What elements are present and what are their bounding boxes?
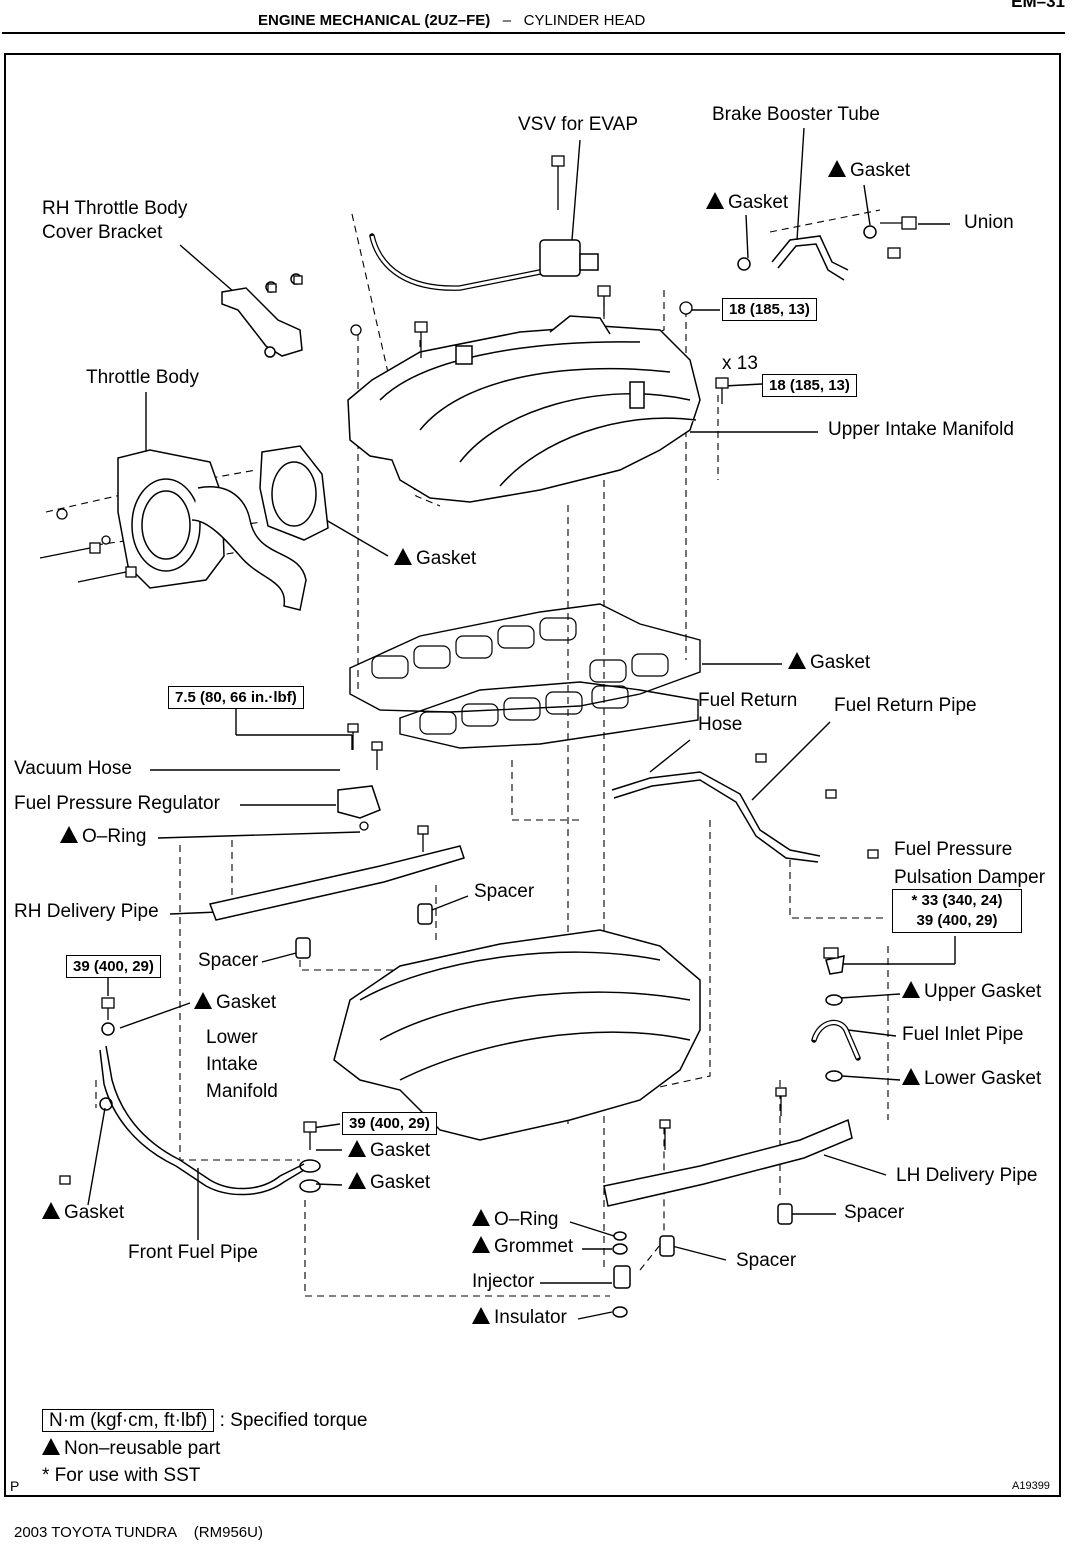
non-reusable-icon <box>472 1236 490 1253</box>
non-reusable-icon <box>194 992 212 1009</box>
label-gasket-text: Gasket <box>728 192 789 213</box>
label-o-ring: O–Ring <box>472 1208 558 1232</box>
label-quantity: x 13 <box>722 353 758 374</box>
legend-torque-unit: N·m (kgf·cm, ft·lbf) <box>42 1409 215 1432</box>
label-upper-gasket-text: Upper Gasket <box>924 981 1042 1002</box>
torque-spec-box: 18 (185, 13) <box>722 298 817 321</box>
label-injector: Injector <box>472 1271 535 1292</box>
non-reusable-icon <box>706 192 724 209</box>
label-gasket: Gasket <box>706 191 788 215</box>
non-reusable-icon <box>472 1307 490 1324</box>
label-o-ring: O–Ring <box>60 825 146 849</box>
label-brake-booster-tube: Brake Booster Tube <box>712 104 880 125</box>
label-gasket-text: Gasket <box>370 1172 431 1193</box>
torque-spec-box: 39 (400, 29) <box>342 1112 437 1135</box>
non-reusable-icon <box>472 1209 490 1226</box>
non-reusable-icon <box>348 1140 366 1157</box>
label-grommet-text: Grommet <box>494 1236 574 1257</box>
non-reusable-icon <box>42 1202 60 1219</box>
label-fuel-return-hose: Fuel Return <box>698 690 798 711</box>
label-insulator-text: Insulator <box>494 1307 567 1328</box>
label-fuel-inlet-pipe: Fuel Inlet Pipe <box>902 1024 1024 1045</box>
label-vsv-evap: VSV for EVAP <box>518 114 639 135</box>
label-spacer: Spacer <box>198 950 259 971</box>
label-spacer: Spacer <box>736 1250 797 1271</box>
label-grommet: Grommet <box>472 1235 573 1259</box>
torque-spec-box-sst: * 33 (340, 24) 39 (400, 29) <box>892 889 1022 933</box>
label-lower-intake-manifold: Lower <box>206 1027 258 1048</box>
non-reusable-icon <box>902 1068 920 1085</box>
label-union: Union <box>964 212 1014 233</box>
torque-spec-standard: 39 (400, 29) <box>916 912 998 929</box>
footer-model: 2003 TOYOTA TUNDRA <box>14 1524 178 1541</box>
label-rh-delivery-pipe: RH Delivery Pipe <box>14 901 159 922</box>
diagram-frame <box>4 53 1061 1497</box>
label-lower-gasket: Lower Gasket <box>902 1067 1041 1091</box>
label-gasket-text: Gasket <box>64 1202 125 1223</box>
legend-torque-desc: : Specified torque <box>219 1410 368 1431</box>
label-vacuum-hose: Vacuum Hose <box>14 758 132 779</box>
torque-spec-box: 39 (400, 29) <box>66 955 161 978</box>
label-front-fuel-pipe: Front Fuel Pipe <box>128 1242 258 1263</box>
page-number: EM–31 <box>1011 0 1065 11</box>
label-gasket-text: Gasket <box>416 548 477 569</box>
non-reusable-icon <box>828 160 846 177</box>
legend-non-reusable: Non–reusable part <box>42 1436 220 1462</box>
label-gasket: Gasket <box>394 547 476 571</box>
label-gasket: Gasket <box>348 1171 430 1195</box>
label-throttle-body: Throttle Body <box>86 367 199 388</box>
label-spacer: Spacer <box>474 881 535 902</box>
non-reusable-icon <box>394 548 412 565</box>
label-fuel-return-pipe: Fuel Return Pipe <box>834 695 977 716</box>
label-lower-intake-manifold-line2: Intake <box>206 1054 258 1075</box>
label-lh-delivery-pipe: LH Delivery Pipe <box>896 1165 1038 1186</box>
subsection-title: CYLINDER HEAD <box>523 12 646 29</box>
label-fuel-pressure-pulsation-damper: Fuel Pressure <box>894 839 1013 860</box>
legend-torque: N·m (kgf·cm, ft·lbf) : Specified torque <box>42 1408 367 1434</box>
figure-corner-mark: P <box>10 1478 20 1494</box>
label-gasket: Gasket <box>194 991 276 1015</box>
label-gasket: Gasket <box>42 1201 124 1225</box>
figure-id: A19399 <box>1012 1480 1050 1492</box>
torque-spec-box: 18 (185, 13) <box>762 374 857 397</box>
label-spacer: Spacer <box>844 1202 905 1223</box>
label-fuel-pressure-pulsation-damper-line2: Pulsation Damper <box>894 867 1046 888</box>
non-reusable-icon <box>42 1438 60 1455</box>
non-reusable-icon <box>348 1172 366 1189</box>
torque-spec-box: 7.5 (80, 66 in.·lbf) <box>168 686 304 709</box>
page-footer: 2003 TOYOTA TUNDRA (RM956U) <box>14 1524 263 1541</box>
label-fuel-return-hose-line2: Hose <box>698 714 743 735</box>
footer-code: (RM956U) <box>193 1524 263 1541</box>
header-rule <box>2 32 1065 34</box>
label-gasket-text: Gasket <box>810 652 871 673</box>
header-separator: – <box>502 12 512 29</box>
label-insulator: Insulator <box>472 1306 567 1330</box>
non-reusable-icon <box>902 981 920 998</box>
legend-sst-note: * For use with SST <box>42 1465 201 1486</box>
label-gasket: Gasket <box>788 651 870 675</box>
label-o-ring-text: O–Ring <box>494 1209 559 1230</box>
label-rh-throttle-body-cover-bracket-line2: Cover Bracket <box>42 222 163 243</box>
label-gasket-text: Gasket <box>370 1140 431 1161</box>
label-gasket: Gasket <box>348 1139 430 1163</box>
label-fuel-pressure-regulator: Fuel Pressure Regulator <box>14 793 220 814</box>
label-gasket: Gasket <box>828 159 910 183</box>
legend-non-reusable-text: Non–reusable part <box>64 1438 221 1459</box>
label-gasket-text: Gasket <box>216 992 277 1013</box>
label-o-ring-text: O–Ring <box>82 826 147 847</box>
section-title: ENGINE MECHANICAL (2UZ–FE) <box>258 12 491 29</box>
label-lower-gasket-text: Lower Gasket <box>924 1068 1042 1089</box>
page-header: ENGINE MECHANICAL (2UZ–FE) – CYLINDER HE… <box>258 12 645 29</box>
label-upper-intake-manifold: Upper Intake Manifold <box>828 419 1014 440</box>
label-upper-gasket: Upper Gasket <box>902 980 1041 1004</box>
label-lower-intake-manifold-line3: Manifold <box>206 1081 278 1102</box>
label-rh-throttle-body-cover-bracket: RH Throttle Body <box>42 198 188 219</box>
non-reusable-icon <box>788 652 806 669</box>
non-reusable-icon <box>60 826 78 843</box>
torque-spec-sst: * 33 (340, 24) <box>911 892 1003 909</box>
label-gasket-text: Gasket <box>850 160 911 181</box>
